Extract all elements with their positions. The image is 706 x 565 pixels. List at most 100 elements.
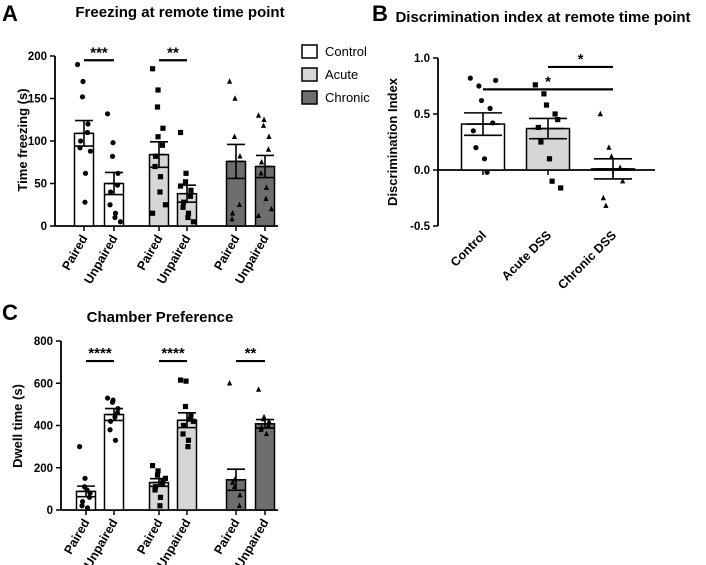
data-point [154, 104, 161, 110]
data-point [232, 95, 238, 101]
data-point [190, 219, 197, 225]
data-point [180, 204, 186, 210]
data-point [185, 214, 191, 221]
data-point [229, 479, 236, 485]
data-point [597, 110, 603, 117]
data-point [467, 75, 473, 81]
data-point [84, 129, 91, 136]
panel-c-label: C [2, 300, 18, 325]
data-point [473, 145, 479, 151]
data-point [185, 210, 192, 216]
data-point [107, 189, 114, 195]
y-tick-label: 0 [41, 221, 47, 233]
data-point [552, 111, 558, 117]
y-tick-label: 50 [34, 179, 47, 191]
x-tick-label: Paired [211, 517, 242, 557]
x-tick-label: Paired [211, 233, 242, 273]
data-point [532, 82, 538, 88]
y-tick-label: 0.5 [414, 109, 431, 121]
data-point [74, 61, 81, 68]
y-tick-label: 400 [34, 421, 53, 433]
data-point [229, 210, 236, 216]
data-point [159, 142, 166, 148]
data-point [160, 125, 166, 131]
y-tick-label: 0 [47, 505, 53, 517]
x-tick-label: Chronic DSS [555, 228, 619, 292]
data-point [77, 138, 84, 144]
y-tick-label: 800 [34, 336, 53, 348]
data-point [600, 194, 606, 201]
legend-label-control: Control [325, 44, 367, 59]
data-point [493, 77, 499, 83]
data-point [603, 202, 609, 209]
y-tick-label: 0.0 [414, 165, 430, 177]
bar [103, 413, 125, 511]
data-point [85, 121, 91, 127]
data-point [82, 199, 88, 205]
data-point [190, 418, 197, 424]
legend: Control Acute Chronic [301, 44, 370, 105]
panel-a-label: A [2, 1, 18, 26]
significance-label: * [578, 51, 584, 68]
data-point [109, 153, 116, 159]
significance-label: *** [90, 44, 108, 61]
legend-label-chronic: Chronic [325, 90, 370, 105]
data-point [266, 418, 272, 424]
data-point [476, 83, 482, 89]
data-point [255, 112, 262, 118]
data-point [149, 210, 156, 216]
data-point [535, 124, 541, 131]
data-point [258, 426, 264, 432]
data-point [231, 133, 238, 139]
bar [176, 419, 198, 511]
data-point [255, 212, 262, 218]
data-point [185, 437, 192, 443]
data-point [263, 184, 270, 190]
data-point [159, 480, 166, 487]
data-point [180, 431, 186, 437]
panel-b-ylabel: Discrimination Index [385, 77, 400, 206]
y-tick-label: 150 [28, 94, 47, 106]
data-point [226, 78, 233, 84]
data-point [237, 492, 243, 498]
data-point [185, 444, 191, 450]
data-point [478, 97, 485, 104]
data-point [470, 128, 476, 134]
data-point [260, 122, 267, 128]
data-point [183, 378, 189, 384]
legend-swatch-control [301, 44, 318, 59]
data-point [608, 153, 615, 159]
data-point [182, 179, 189, 185]
data-point [110, 140, 116, 146]
data-point [258, 159, 265, 165]
significance-label: ** [167, 44, 179, 61]
data-point [104, 111, 111, 117]
data-point [258, 170, 264, 176]
data-point [236, 201, 243, 207]
data-point [546, 156, 553, 162]
data-point [80, 78, 86, 85]
significance-label: **** [88, 345, 112, 362]
data-point [109, 399, 116, 405]
panel-a-ylabel: Time freezing (s) [15, 88, 30, 191]
legend-swatch-chronic [301, 90, 318, 105]
data-point [182, 403, 189, 410]
data-point [149, 66, 156, 72]
data-point [79, 498, 86, 505]
data-point [255, 386, 262, 392]
data-point [117, 219, 124, 225]
data-point [484, 169, 490, 175]
data-point [538, 139, 544, 145]
data-point [180, 422, 187, 429]
data-point [155, 87, 161, 93]
data-point [541, 91, 547, 97]
y-tick-label: 100 [28, 136, 47, 148]
data-point [112, 437, 119, 443]
panel-c-ylabel: Dwell time (s) [10, 384, 25, 468]
data-point [157, 503, 163, 509]
data-point [236, 502, 243, 508]
bar [73, 132, 95, 227]
data-point [157, 189, 163, 195]
